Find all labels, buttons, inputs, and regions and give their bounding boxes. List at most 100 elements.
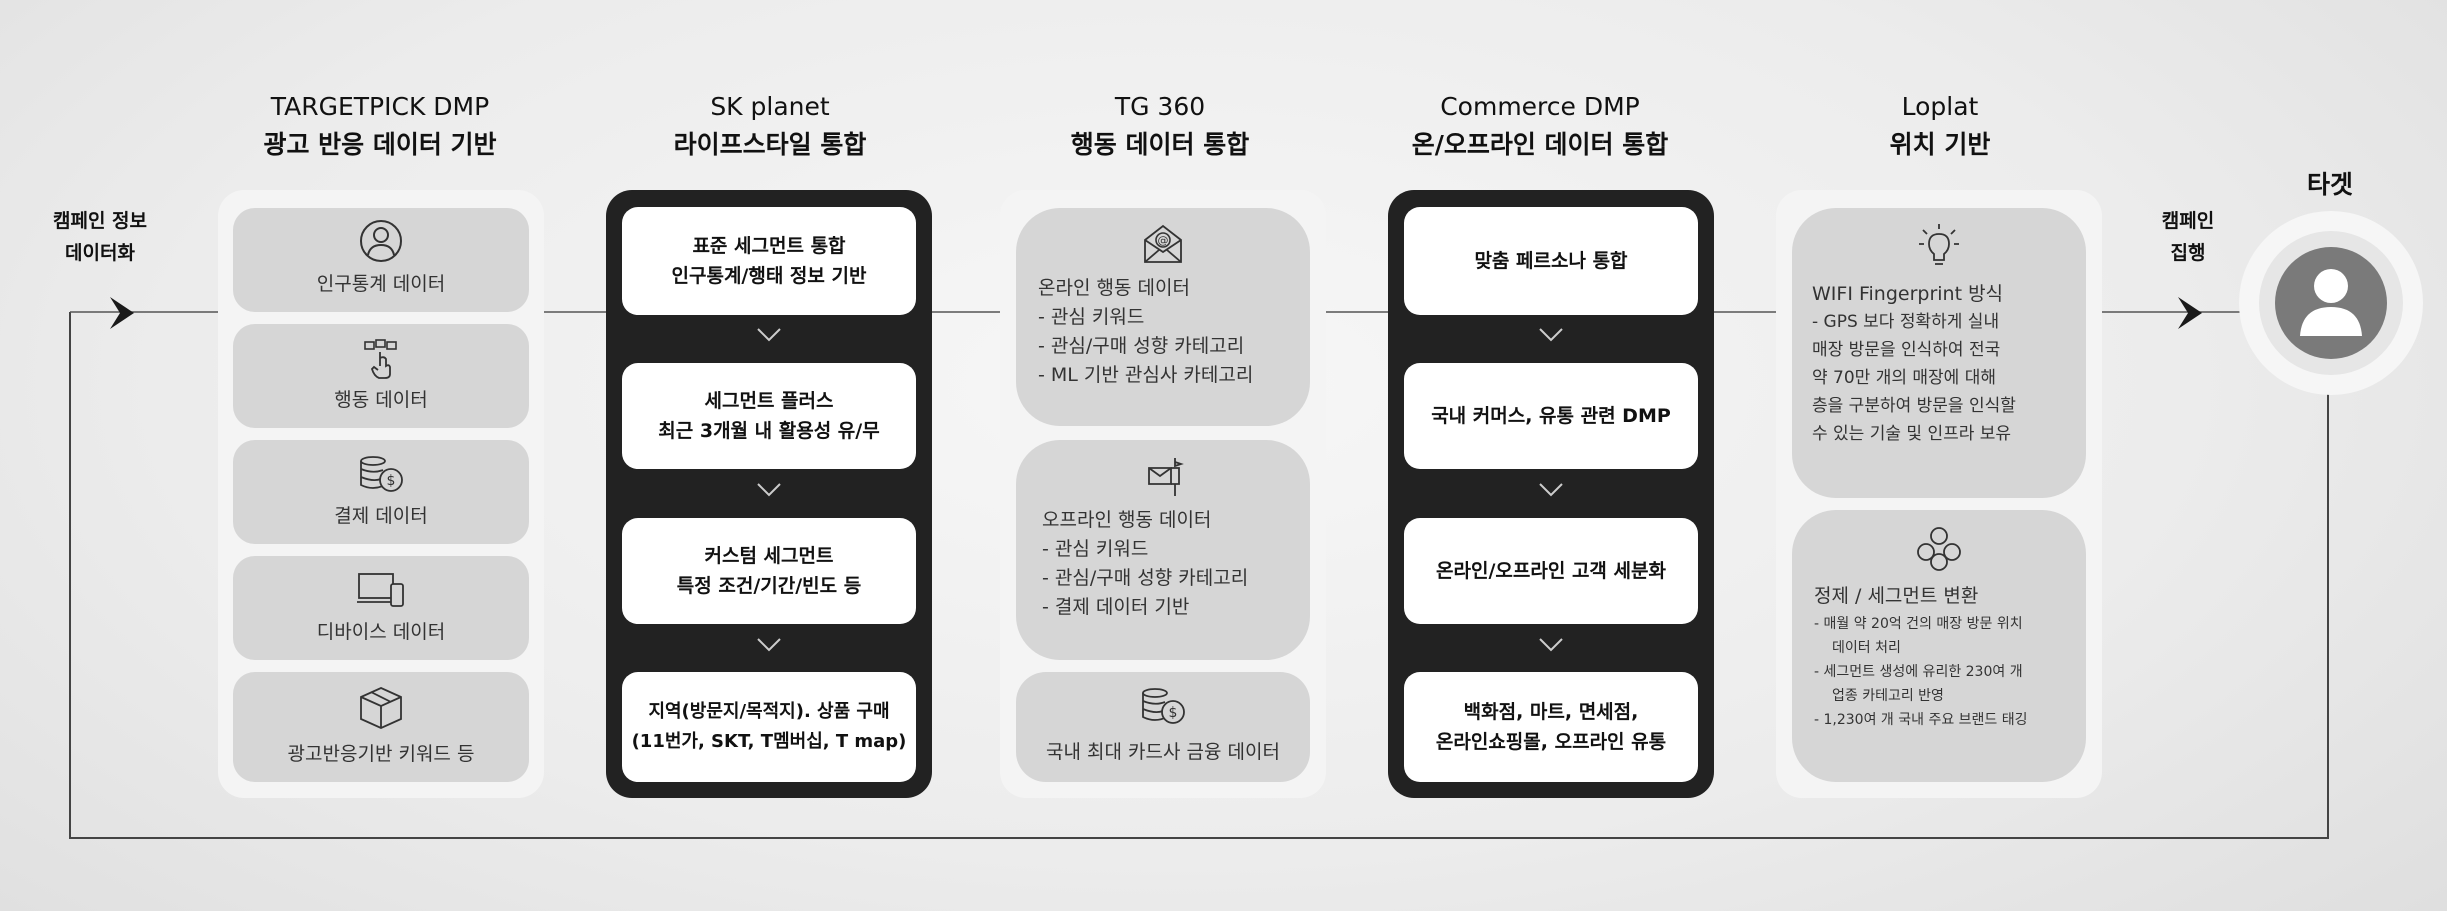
- item-line2: 온라인쇼핑몰, 오프라인 유통: [1435, 731, 1667, 753]
- column-title-targetpick: TARGETPICK DMP 광고 반응 데이터 기반: [200, 88, 560, 164]
- tg360-card-finance: $ 국내 최대 카드사 금융 데이터: [1016, 672, 1310, 782]
- left-label-line2: 데이터화: [65, 242, 135, 264]
- column-title-tg360: TG 360 행동 데이터 통합: [990, 88, 1330, 164]
- column-title-line2: 위치 기반: [1889, 130, 1991, 159]
- item-line1: 백화점, 마트, 면세점,: [1463, 701, 1639, 723]
- column-title-line1: SK planet: [710, 92, 830, 121]
- svg-text:@: @: [1158, 234, 1169, 247]
- wifi-line: 수 있는 기술 및 인프라 보유: [1812, 424, 2012, 444]
- skplanet-item-location-purchase: 지역(방문지/목적지). 상품 구매 (11번가, SKT, T멤버십, T m…: [622, 672, 916, 782]
- right-label-line1: 캠페인: [2161, 210, 2215, 232]
- chevron-down-icon: [1539, 638, 1563, 652]
- refine-line: 업종 카테고리 반영: [1832, 688, 1944, 704]
- chevron-right-icon: [2178, 297, 2202, 329]
- skplanet-item-standard-segment: 표준 세그먼트 통합 인구통계/행태 정보 기반: [622, 207, 916, 315]
- skplanet-item-segment-plus: 세그먼트 플러스 최근 3개월 내 활용성 유/무: [622, 363, 916, 469]
- item-line2: 최근 3개월 내 활용성 유/무: [658, 420, 880, 442]
- refine-line: - 매월 약 20억 건의 매장 방문 위치: [1814, 616, 2023, 632]
- online-line: - ML 기반 관심사 카테고리: [1038, 364, 1254, 386]
- item-label: 결제 데이터: [334, 505, 428, 527]
- box-icon: [360, 687, 402, 729]
- offline-line: - 결제 데이터 기반: [1042, 596, 1190, 618]
- targetpick-item-device: 디바이스 데이터: [233, 556, 529, 660]
- commerce-item-retail: 백화점, 마트, 면세점, 온라인쇼핑몰, 오프라인 유통: [1404, 672, 1698, 782]
- chevron-down-icon: [1539, 483, 1563, 497]
- wifi-head: WIFI Fingerprint 방식: [1812, 283, 2004, 305]
- offline-line: - 관심 키워드: [1042, 538, 1149, 560]
- commerce-item-persona: 맞춤 페르소나 통합: [1404, 207, 1698, 315]
- item-line1: 지역(방문지/목적지). 상품 구매: [648, 701, 890, 722]
- column-title-skplanet: SK planet 라이프스타일 통합: [600, 88, 940, 164]
- item-line2: (11번가, SKT, T멤버십, T map): [631, 731, 907, 752]
- targetpick-item-keyword: 광고반응기반 키워드 등: [233, 672, 529, 782]
- loplat-wifi-text: WIFI Fingerprint 방식 - GPS 보다 정확하게 실내 매장 …: [1812, 280, 2016, 448]
- tg360-online-behavior: @ 온라인 행동 데이터 - 관심 키워드 - 관심/구매 성향 카테고리 - …: [1016, 208, 1310, 426]
- email-at-icon: @: [1144, 224, 1182, 263]
- item-line1: 표준 세그먼트 통합: [692, 235, 846, 257]
- item-line1: 세그먼트 플러스: [704, 390, 834, 412]
- column-title-commerce: Commerce DMP 온/오프라인 데이터 통합: [1360, 88, 1720, 164]
- wifi-line: 매장 방문을 인식하여 전국: [1812, 340, 2001, 360]
- card-finance-label: 국내 최대 카드사 금융 데이터: [1046, 741, 1280, 763]
- target-title: 타겟: [2306, 170, 2353, 199]
- item-label: 인구통계 데이터: [316, 273, 446, 295]
- refine-line: - 1,230여 개 국내 주요 브랜드 태깅: [1814, 712, 2028, 728]
- item-line2: 특정 조건/기간/빈도 등: [676, 575, 862, 597]
- item-line1: 맞춤 페르소나 통합: [1474, 250, 1628, 272]
- person-circle-icon: [360, 220, 402, 262]
- refine-line: - 세그먼트 생성에 유리한 230여 개: [1814, 664, 2023, 680]
- targetpick-item-demographics: 인구통계 데이터: [233, 208, 529, 312]
- loplat-refine-text: 정제 / 세그먼트 변환 - 매월 약 20억 건의 매장 방문 위치 데이터 …: [1814, 580, 2028, 732]
- tg360-online-text: 온라인 행동 데이터 - 관심 키워드 - 관심/구매 성향 카테고리 - ML…: [1038, 274, 1253, 390]
- target-avatar: [2239, 211, 2423, 395]
- skplanet-item-custom-segment: 커스텀 세그먼트 특정 조건/기간/빈도 등: [622, 518, 916, 624]
- item-line1: 온라인/오프라인 고객 세분화: [1436, 560, 1666, 582]
- offline-line: - 관심/구매 성향 카테고리: [1042, 567, 1249, 589]
- item-line1: 커스텀 세그먼트: [704, 545, 834, 567]
- people-group-icon: [1917, 527, 1961, 571]
- hand-tap-icon: [364, 339, 397, 379]
- column-title-line2: 라이프스타일 통합: [673, 130, 867, 159]
- online-line: - 관심 키워드: [1038, 306, 1145, 328]
- column-title-line1: Commerce DMP: [1440, 92, 1640, 121]
- right-label-line2: 집행: [2170, 242, 2206, 264]
- column-title-line1: Loplat: [1901, 92, 1979, 121]
- tg360-offline-text: 오프라인 행동 데이터 - 관심 키워드 - 관심/구매 성향 카테고리 - 결…: [1042, 506, 1248, 622]
- wifi-line: - GPS 보다 정확하게 실내: [1812, 312, 2000, 332]
- column-title-line2: 온/오프라인 데이터 통합: [1411, 130, 1669, 159]
- refine-head: 정제 / 세그먼트 변환: [1814, 585, 1979, 607]
- targetpick-item-payment: $ 결제 데이터: [233, 440, 529, 544]
- left-label: 캠페인 정보 데이터화: [40, 205, 160, 269]
- targetpick-item-behavior: 행동 데이터: [233, 324, 529, 428]
- column-title-line1: TG 360: [1114, 92, 1206, 121]
- column-title-line2: 행동 데이터 통합: [1070, 130, 1250, 159]
- loplat-refine-segment: 정제 / 세그먼트 변환 - 매월 약 20억 건의 매장 방문 위치 데이터 …: [1792, 510, 2086, 782]
- item-label: 광고반응기반 키워드 등: [287, 743, 475, 765]
- commerce-item-domestic-dmp: 국내 커머스, 유통 관련 DMP: [1404, 363, 1698, 469]
- wifi-line: 약 70만 개의 매장에 대해: [1812, 368, 1997, 388]
- chevron-right-icon: [110, 297, 134, 329]
- refine-line: 데이터 처리: [1832, 640, 1901, 656]
- svg-text:$: $: [387, 473, 396, 489]
- right-label: 캠페인 집행: [2138, 205, 2238, 269]
- wifi-line: 층을 구분하여 방문을 인식할: [1812, 396, 2016, 416]
- mailbox-icon: [1148, 458, 1184, 496]
- item-label: 디바이스 데이터: [316, 621, 446, 643]
- item-label: 행동 데이터: [334, 389, 428, 411]
- coins-dollar-icon: $: [360, 456, 403, 492]
- chevron-down-icon: [1539, 328, 1563, 342]
- loplat-wifi-fingerprint: WIFI Fingerprint 방식 - GPS 보다 정확하게 실내 매장 …: [1792, 208, 2086, 498]
- tg360-offline-behavior: 오프라인 행동 데이터 - 관심 키워드 - 관심/구매 성향 카테고리 - 결…: [1016, 440, 1310, 660]
- item-line2: 인구통계/행태 정보 기반: [671, 265, 867, 287]
- column-title-line1: TARGETPICK DMP: [270, 92, 490, 121]
- column-title-line2: 광고 반응 데이터 기반: [263, 130, 497, 159]
- coins-dollar-icon: $: [1142, 688, 1185, 724]
- column-title-loplat: Loplat 위치 기반: [1770, 88, 2110, 164]
- lightbulb-icon: [1919, 224, 1959, 265]
- svg-text:$: $: [1169, 705, 1178, 721]
- chevron-down-icon: [757, 638, 781, 652]
- chevron-down-icon: [757, 328, 781, 342]
- offline-head: 오프라인 행동 데이터: [1042, 509, 1212, 531]
- devices-icon: [357, 573, 404, 607]
- online-line: - 관심/구매 성향 카테고리: [1038, 335, 1245, 357]
